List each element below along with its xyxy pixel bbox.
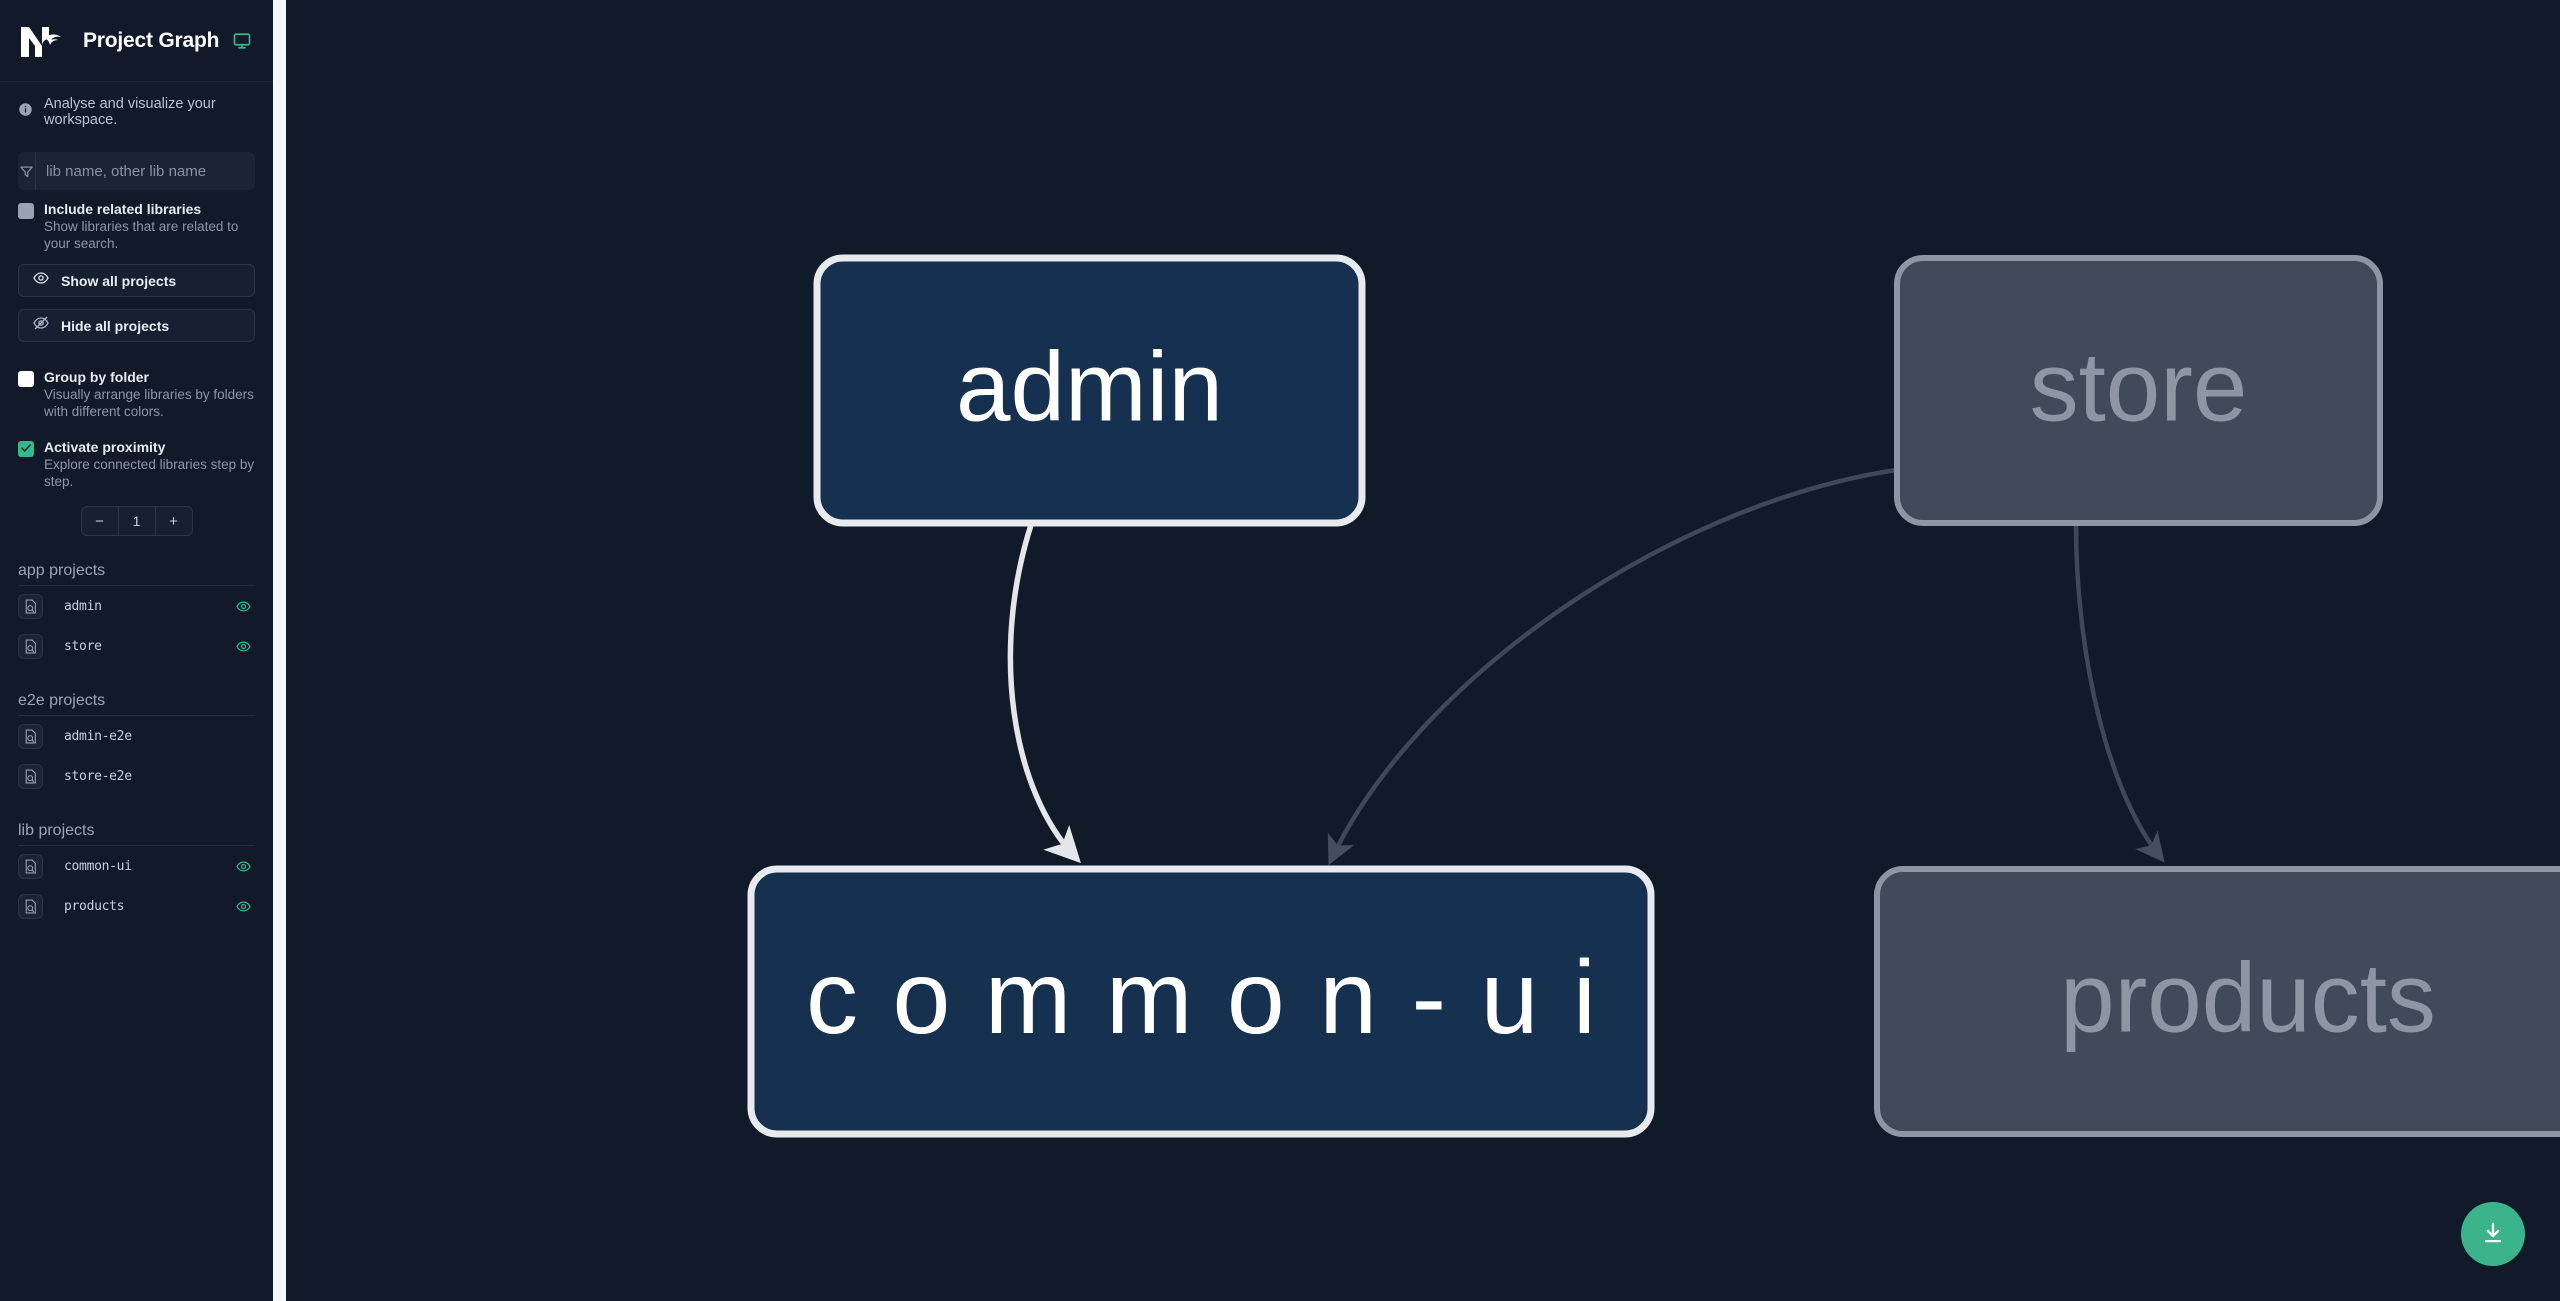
project-list-item-store[interactable]: store (18, 626, 255, 666)
option-description: Visually arrange libraries by folders wi… (44, 387, 254, 419)
project-list-item-label: store (64, 638, 102, 654)
graph-node-box[interactable] (1874, 866, 2560, 1137)
proximity-decrement-button[interactable]: − (95, 512, 104, 530)
project-file-icon (18, 853, 43, 879)
graph-edge-admin-to-common-ui[interactable] (1007, 524, 1081, 864)
proximity-increment-button[interactable]: + (169, 512, 178, 530)
option-group-by-folder[interactable]: Group by folder Visually arrange librari… (0, 358, 273, 420)
download-icon (2480, 1220, 2506, 1249)
sidebar-header: Project Graph (0, 0, 273, 82)
graph-node-products[interactable]: products (1874, 866, 2560, 1137)
search-field[interactable] (18, 152, 255, 190)
eye-icon[interactable] (234, 899, 252, 914)
page-title: Project Graph (83, 28, 220, 52)
project-group-lib: lib projects common-ui products (0, 822, 273, 926)
project-group-title: app projects (18, 562, 255, 586)
option-description: Explore connected libraries step by step… (44, 457, 255, 489)
monitor-icon[interactable] (233, 32, 251, 50)
tagline-text: Analyse and visualize your workspace. (44, 96, 216, 128)
filter-funnel-icon (18, 152, 36, 190)
graph-node-label: admin (956, 331, 1223, 441)
option-label: Activate proximity (44, 439, 166, 455)
show-all-projects-label: Show all projects (61, 272, 177, 289)
include-related-libraries-checkbox[interactable] (18, 203, 34, 219)
option-label: Group by folder (44, 369, 149, 385)
nx-logo-icon (18, 21, 65, 61)
sidebar: Project Graph Analyse and visualize your… (0, 0, 273, 1301)
graph-canvas[interactable]: admin store common-ui products (286, 0, 2560, 1301)
eye-icon (33, 270, 49, 291)
sidebar-resize-handle[interactable] (273, 0, 286, 1301)
project-list-item-label: admin-e2e (64, 728, 132, 744)
proximity-value: 1 (117, 507, 156, 535)
project-group-title: e2e projects (18, 692, 255, 716)
info-icon (18, 102, 33, 122)
tagline-row: Analyse and visualize your workspace. (0, 82, 273, 138)
project-list-item-common-ui[interactable]: common-ui (18, 846, 255, 886)
project-group-e2e: e2e projects admin-e2e store-e2e (0, 692, 273, 796)
graph-node-store[interactable]: store (1894, 255, 2383, 526)
graph-node-box[interactable] (813, 254, 1366, 527)
graph-node-label: products (2060, 942, 2436, 1052)
project-file-icon (18, 763, 43, 789)
option-activate-proximity[interactable]: Activate proximity Explore connected lib… (0, 428, 273, 490)
graph-edge-store-to-common-ui[interactable] (1327, 467, 1897, 866)
graph-node-box[interactable] (1894, 255, 2383, 526)
graph-node-label: store (2030, 331, 2248, 441)
project-group-app: app projects admin store (0, 562, 273, 666)
project-list-item-label: products (64, 898, 125, 914)
project-list-item-products[interactable]: products (18, 886, 255, 926)
project-list-item-admin-e2e[interactable]: admin-e2e (18, 716, 255, 756)
hide-all-projects-button[interactable]: Hide all projects (18, 309, 255, 342)
show-all-projects-button[interactable]: Show all projects (18, 264, 255, 297)
graph-node-box[interactable] (747, 865, 1655, 1138)
hide-all-projects-label: Hide all projects (61, 317, 170, 334)
eye-off-icon (33, 315, 49, 336)
project-file-icon (18, 893, 43, 919)
project-graph-svg: admin store common-ui products (747, 254, 2560, 1138)
project-file-icon (18, 593, 43, 619)
option-label: Include related libraries (44, 201, 202, 217)
project-list-item-label: common-ui (64, 858, 132, 874)
eye-icon[interactable] (234, 599, 252, 614)
group-by-folder-checkbox[interactable] (18, 371, 34, 387)
eye-icon[interactable] (234, 859, 252, 874)
graph-node-admin[interactable]: admin (813, 254, 1366, 527)
graph-edges (1007, 467, 2165, 866)
graph-edge-store-to-products[interactable] (2073, 524, 2165, 863)
download-graph-button[interactable] (2461, 1202, 2525, 1266)
project-list-item-store-e2e[interactable]: store-e2e (18, 756, 255, 796)
graph-nodes: admin store common-ui products (747, 254, 2560, 1138)
option-description: Show libraries that are related to your … (44, 219, 239, 251)
project-list-item-label: store-e2e (64, 768, 132, 784)
project-list-item-admin[interactable]: admin (18, 586, 255, 626)
project-list-item-label: admin (64, 598, 102, 614)
project-file-icon (18, 723, 43, 749)
proximity-stepper[interactable]: − 1 + (80, 506, 193, 536)
option-include-related-libraries[interactable]: Include related libraries Show libraries… (0, 190, 273, 252)
project-file-icon (18, 633, 43, 659)
activate-proximity-checkbox[interactable] (18, 441, 34, 457)
project-group-title: lib projects (18, 822, 255, 846)
graph-node-common-ui[interactable]: common-ui (747, 865, 1655, 1138)
project-groups: app projects admin store e2e projects admin-… (0, 562, 273, 926)
eye-icon[interactable] (234, 639, 252, 654)
search-input[interactable] (36, 152, 255, 190)
